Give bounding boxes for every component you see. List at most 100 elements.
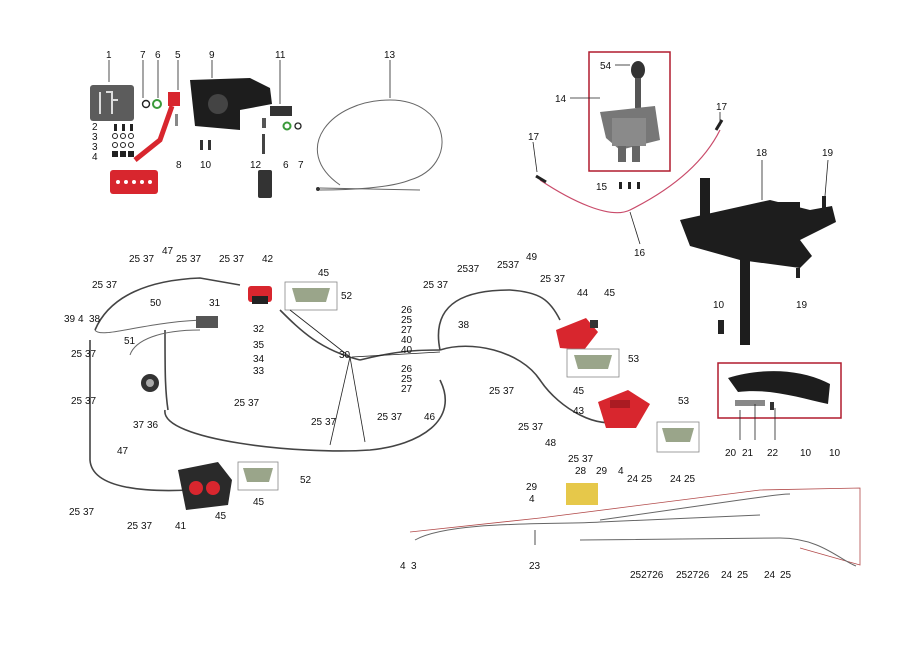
shifter-box [588, 51, 671, 172]
callout: 3 [92, 132, 98, 143]
mounting-plate-28 [566, 483, 598, 505]
callout: 25 [129, 254, 141, 265]
callout: 24 [670, 474, 682, 485]
callout: 30 [339, 350, 351, 361]
callout-labels: 1 7 6 5 9 11 13 54 14 17 17 2 3 3 4 8 10… [64, 50, 841, 581]
callout: 14 [555, 94, 567, 105]
callout: 53 [628, 354, 640, 365]
callout: 37 [83, 507, 95, 518]
callout: 252726 [630, 570, 664, 581]
caliper-42 [248, 286, 272, 304]
callout: 25 [92, 280, 104, 291]
callout: 4 [400, 561, 406, 572]
callout: 10 [200, 160, 212, 171]
callout: 22 [767, 448, 779, 459]
callout: 25 [423, 280, 435, 291]
callout: 45 [318, 268, 330, 279]
callout: 25 [176, 254, 188, 265]
callout: 3 [92, 142, 98, 153]
callout: 37 [532, 422, 544, 433]
callout: 46 [424, 412, 436, 423]
callout: 35 [253, 340, 265, 351]
callout: 37 [143, 254, 155, 265]
callout: 29 [526, 482, 538, 493]
callout: 42 [262, 254, 274, 265]
callout: 25 [377, 412, 389, 423]
callout: 37 [582, 454, 594, 465]
callout: 6 [283, 160, 289, 171]
callout: 27 [401, 325, 413, 336]
caliper-43 [598, 390, 650, 428]
callout: 1 [106, 50, 112, 61]
frame-18 [680, 178, 836, 345]
callout: 9 [209, 50, 215, 61]
callout: 37 [133, 420, 145, 431]
callout: 252726 [676, 570, 710, 581]
callout: 28 [575, 466, 587, 477]
callout: 37 [503, 386, 515, 397]
handbrake-lever [728, 371, 830, 410]
callout: 2537 [497, 260, 520, 271]
callout: 25 [540, 274, 552, 285]
callout: 15 [596, 182, 608, 193]
callout: 37 [85, 349, 97, 360]
callout: 7 [140, 50, 146, 61]
callout: 37 [233, 254, 245, 265]
callout: 45 [573, 386, 585, 397]
callout: 25 [568, 454, 580, 465]
callout: 45 [253, 497, 265, 508]
callout: 2 [92, 122, 98, 133]
callout: 44 [577, 288, 589, 299]
callout: 4 [92, 152, 98, 163]
callout: 37 [248, 398, 260, 409]
handbrake-box [717, 362, 842, 419]
callout: 38 [89, 314, 101, 325]
callout: 37 [391, 412, 403, 423]
callout: 8 [176, 160, 182, 171]
callout: 34 [253, 354, 265, 365]
callout: 25 [684, 474, 696, 485]
callout: 27 [401, 384, 413, 395]
brake-lines-right [279, 289, 621, 424]
callout: 25 [780, 570, 792, 581]
callout: 47 [117, 446, 129, 457]
callout: 37 [325, 417, 337, 428]
callout: 25 [737, 570, 749, 581]
callout: 37 [106, 280, 118, 291]
callout: 32 [253, 324, 265, 335]
caliper-41 [178, 462, 232, 510]
parking-brake-cables-23 [409, 487, 861, 567]
callout: 47 [162, 246, 174, 257]
callout: 25 [219, 254, 231, 265]
brake-lines-left [89, 277, 447, 492]
shift-cable-16 [539, 129, 721, 214]
callout: 25 [71, 349, 83, 360]
callout: 25 [69, 507, 81, 518]
callout: 48 [545, 438, 557, 449]
callout: 20 [725, 448, 737, 459]
callout: 31 [209, 298, 221, 309]
callout: 26 [401, 305, 413, 316]
callout: 25 [311, 417, 323, 428]
callout: 10 [713, 300, 725, 311]
callout: 40 [401, 335, 413, 346]
callout: 21 [742, 448, 754, 459]
clutch-cable-13 [316, 99, 443, 191]
callout: 6 [155, 50, 161, 61]
callout: 25 [127, 521, 139, 532]
callout: 4 [529, 494, 535, 505]
callout: 18 [756, 148, 768, 159]
callout: 41 [175, 521, 187, 532]
callout: 40 [401, 345, 413, 356]
callout: 10 [800, 448, 812, 459]
callout: 19 [796, 300, 808, 311]
callout: 4 [618, 466, 624, 477]
callout: 36 [147, 420, 159, 431]
callout: 13 [384, 50, 396, 61]
callout: 24 [764, 570, 776, 581]
brake-pedal-group [90, 78, 302, 198]
callout: 29 [596, 466, 608, 477]
callout: 25 [641, 474, 653, 485]
callout: 38 [458, 320, 470, 331]
